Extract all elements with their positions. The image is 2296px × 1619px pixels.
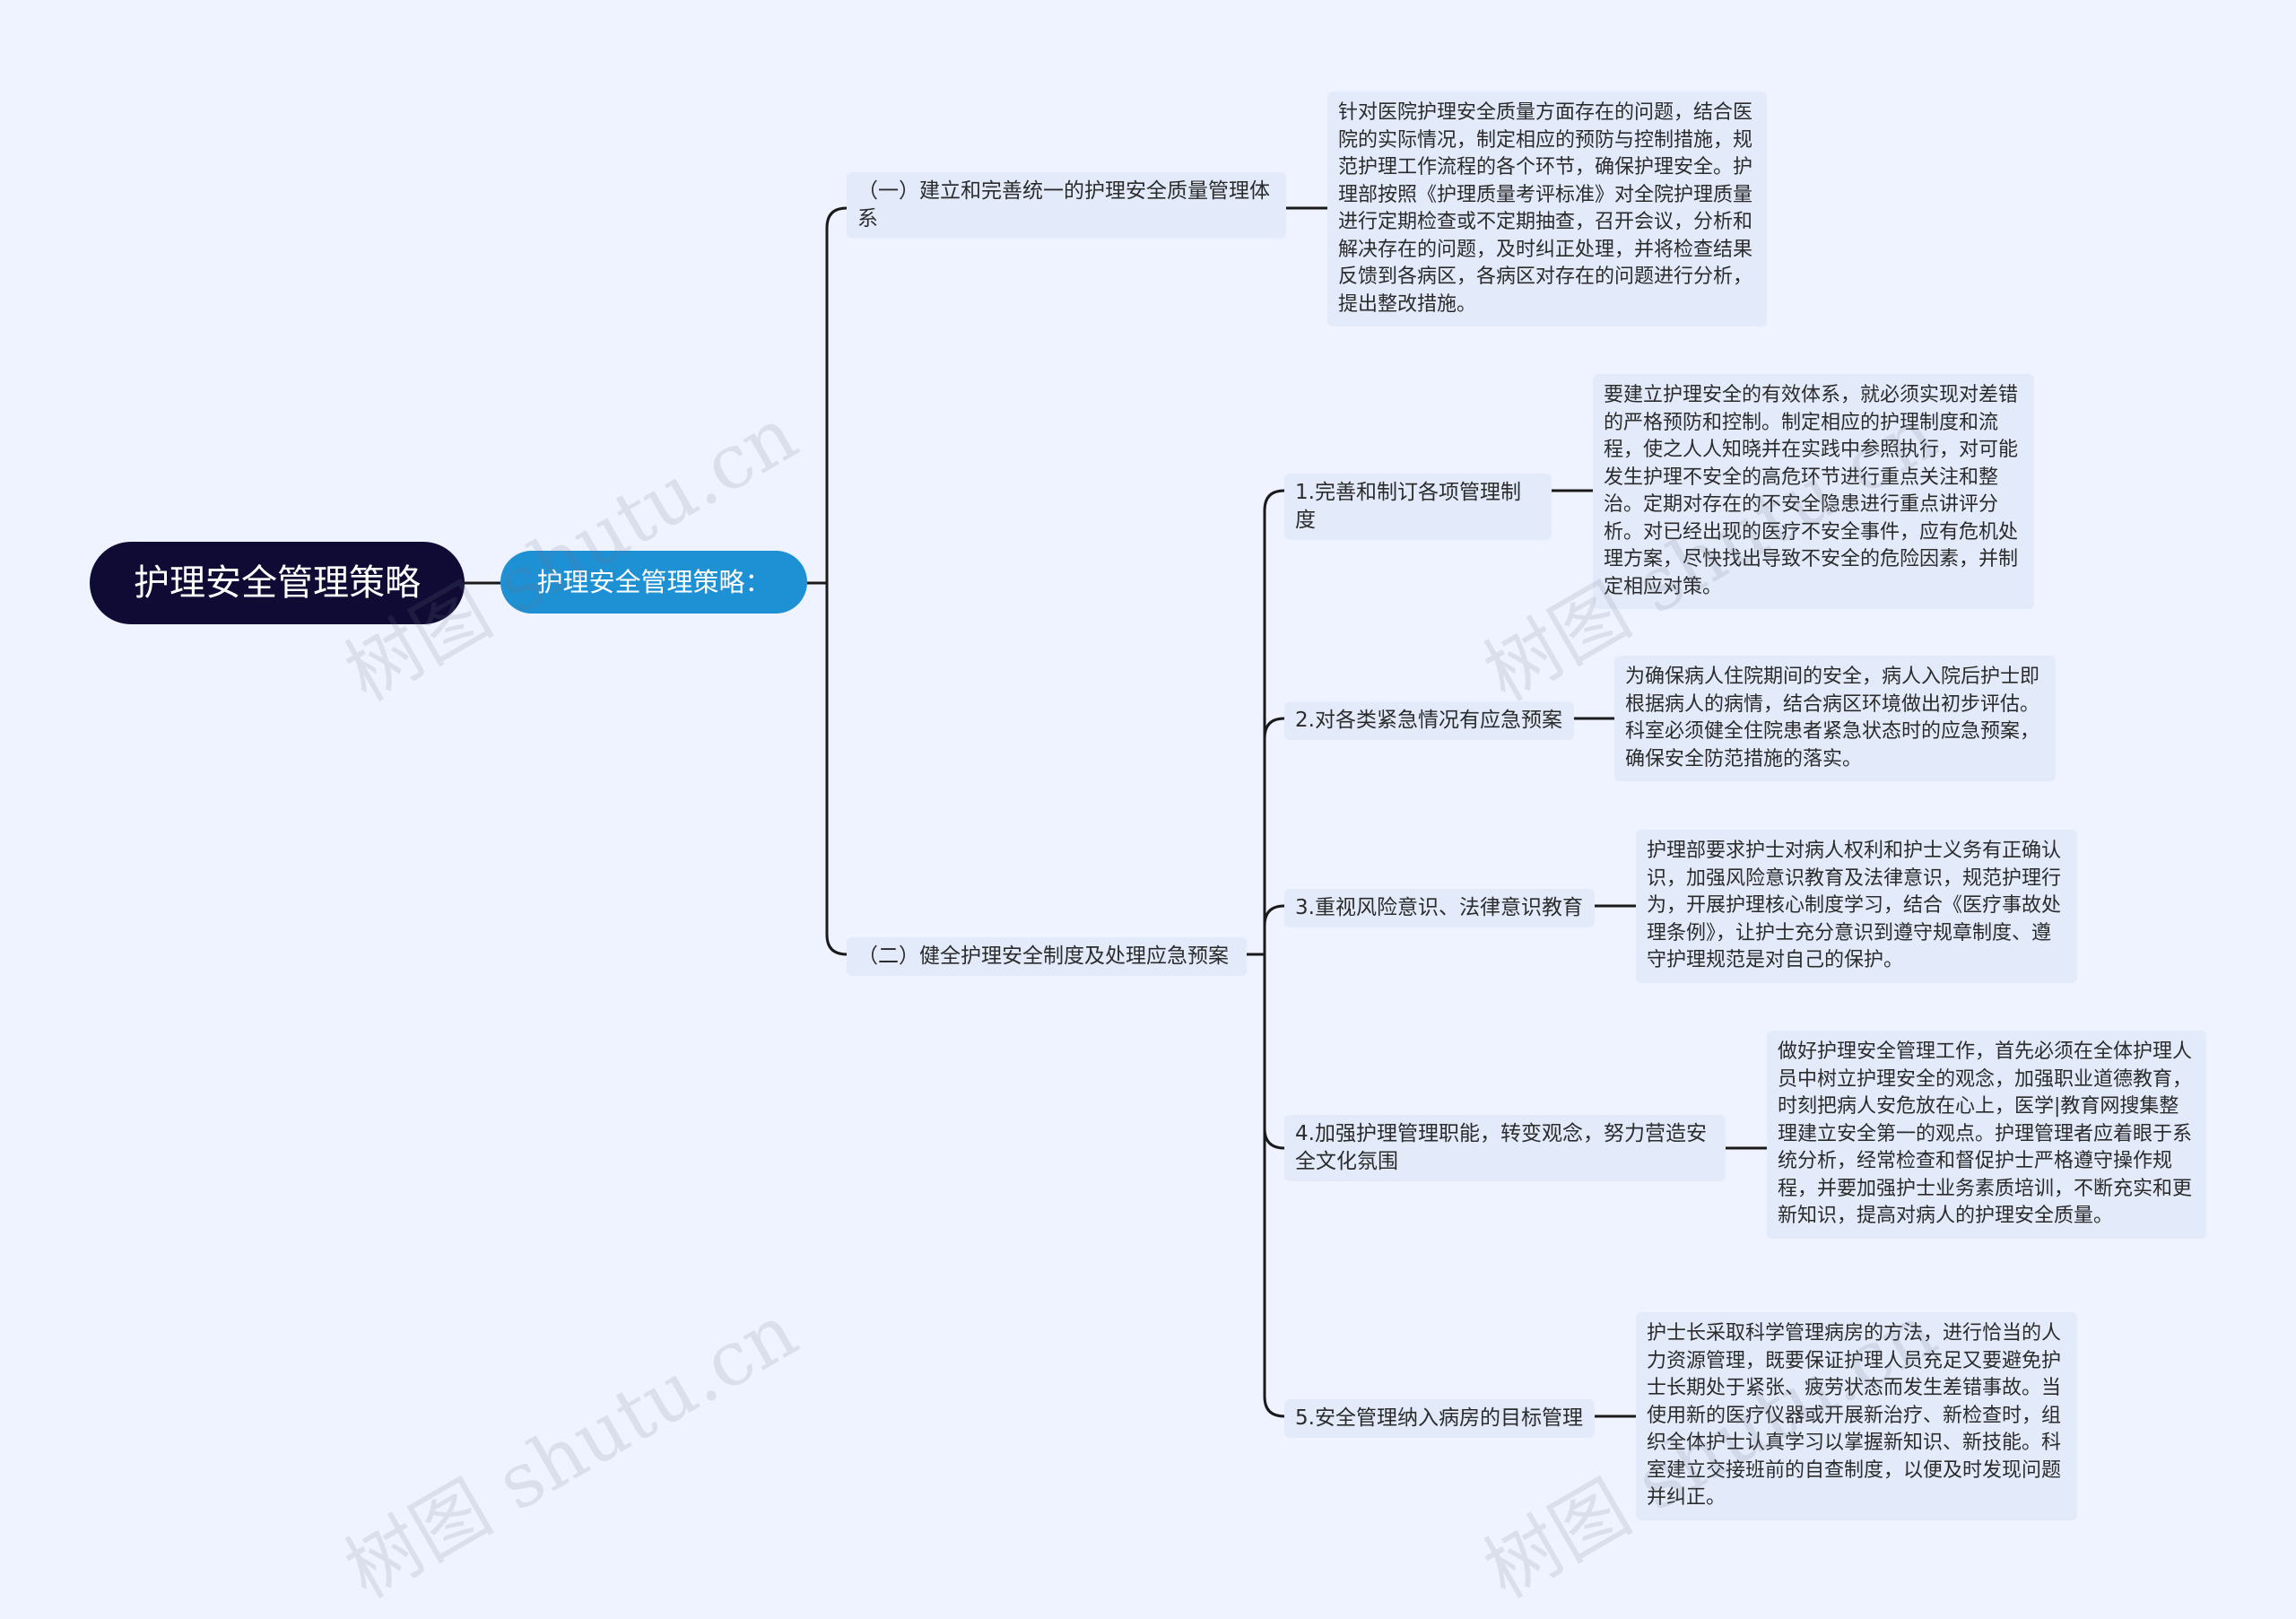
item-1-detail[interactable]: 要建立护理安全的有效体系，就必须实现对差错的严格预防和控制。制定相应的护理制度和…: [1593, 374, 2034, 609]
connector-s2-item5: [1263, 954, 1285, 1418]
item-2-detail[interactable]: 为确保病人住院期间的安全，病人入院后护士即根据病人的病情，结合病区环境做出初步评…: [1614, 656, 2056, 781]
section-2-node[interactable]: （二）健全护理安全制度及处理应急预案: [847, 937, 1247, 976]
item-2-node[interactable]: 2.对各类紧急情况有应急预案: [1284, 701, 1574, 740]
connector-s2-item2: [1263, 717, 1285, 954]
section-1-node[interactable]: （一）建立和完善统一的护理安全质量管理体系: [847, 172, 1286, 239]
root-node[interactable]: 护理安全管理策略: [90, 542, 465, 624]
connector-s2-item1: [1263, 489, 1285, 954]
item-5-detail[interactable]: 护士长采取科学管理病房的方法，进行恰当的人力资源管理，既要保证护理人员充足又要避…: [1636, 1312, 2077, 1520]
item-1-node[interactable]: 1.完善和制订各项管理制度: [1284, 474, 1552, 540]
sub-topic-node[interactable]: 护理安全管理策略：: [500, 551, 807, 614]
item-4-detail[interactable]: 做好护理安全管理工作，首先必须在全体护理人员中树立护理安全的观念，加强职业道德教…: [1767, 1031, 2206, 1239]
connector-s2-item4: [1263, 954, 1285, 1150]
section-1-detail[interactable]: 针对医院护理安全质量方面存在的问题，结合医院的实际情况，制定相应的预防与控制措施…: [1327, 91, 1767, 326]
connector-spine-s1: [825, 206, 848, 583]
connector-spine-s2: [825, 583, 848, 956]
item-5-node[interactable]: 5.安全管理纳入病房的目标管理: [1284, 1399, 1595, 1438]
item-3-detail[interactable]: 护理部要求护士对病人权利和护士义务有正确认识，加强风险意识教育及法律意识，规范护…: [1636, 830, 2077, 983]
item-4-node[interactable]: 4.加强护理管理职能，转变观念，努力营造安全文化氛围: [1284, 1115, 1726, 1181]
item-3-node[interactable]: 3.重视风险意识、法律意识教育: [1284, 889, 1595, 927]
connector-s2-item3: [1263, 904, 1285, 954]
